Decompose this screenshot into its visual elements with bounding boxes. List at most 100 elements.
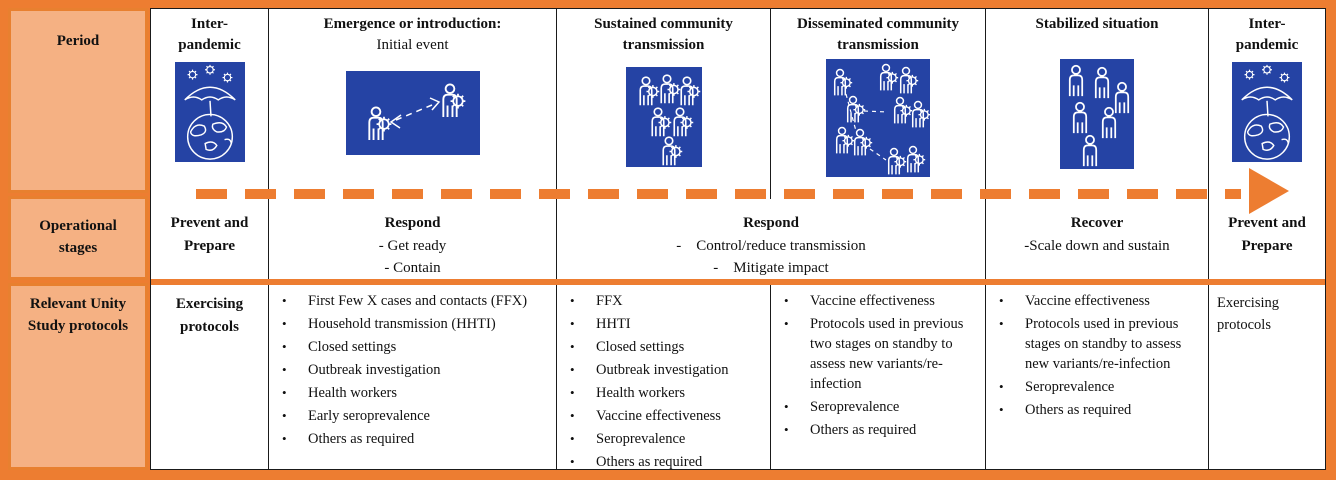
protocol-list: •FFX•HHTI•Closed settings•Outbreak inves… bbox=[557, 285, 770, 469]
header-line: Initial event bbox=[376, 37, 449, 53]
protocols-text: Exercising protocols bbox=[1217, 295, 1280, 333]
stage-title: Recover bbox=[1070, 215, 1124, 231]
timeline-arrowhead-icon bbox=[1249, 168, 1289, 214]
header-line: transmission bbox=[837, 37, 919, 53]
community-cluster-icon bbox=[625, 67, 702, 167]
protocols-cell-interpandemic-end: Exercising protocols bbox=[1209, 285, 1325, 469]
item-text: Others as required bbox=[596, 454, 703, 469]
protocol-list: •Vaccine effectiveness•Protocols used in… bbox=[986, 285, 1208, 420]
stage-line: -Scale down and sustain bbox=[986, 235, 1208, 258]
bullet-marker: • bbox=[570, 385, 575, 400]
stage-line: - Get ready bbox=[269, 235, 556, 258]
row-label-protocols: Relevant Unity Study protocols bbox=[8, 283, 148, 470]
header-line: Inter- bbox=[1248, 16, 1286, 32]
bullet-marker: • bbox=[784, 422, 789, 437]
bullet-marker: • bbox=[570, 316, 575, 331]
stage-cell-respond-early: Respond - Get ready - Contain bbox=[269, 199, 557, 279]
protocol-item: •Closed settings bbox=[570, 337, 766, 357]
row-label-text: Operational stages bbox=[39, 218, 117, 256]
protocol-item: •Closed settings bbox=[282, 337, 552, 357]
bullet-marker: • bbox=[282, 385, 287, 400]
header-line: transmission bbox=[622, 37, 705, 53]
protocol-item: •Protocols used in previous two stages o… bbox=[784, 314, 981, 394]
bullet-marker: • bbox=[999, 379, 1004, 394]
bullet-marker: • bbox=[282, 293, 287, 308]
bullet-marker: • bbox=[784, 399, 789, 414]
item-text: - Control/reduce transmission bbox=[676, 237, 866, 254]
stage-title: Respond bbox=[384, 215, 441, 231]
bullet-marker: • bbox=[999, 402, 1004, 417]
protocols-cell-interpandemic-start: Exercising protocols bbox=[151, 285, 269, 469]
item-text: Household transmission (HHTI) bbox=[308, 316, 496, 332]
protocol-item: • Others as required bbox=[784, 420, 981, 440]
protocol-item: •Outbreak investigation bbox=[282, 360, 552, 380]
period-cell-interpandemic-start: Inter- pandemic bbox=[151, 9, 269, 199]
protocol-item: •Seroprevalence bbox=[999, 377, 1204, 397]
bullet-marker: • bbox=[570, 454, 575, 469]
item-text: Closed settings bbox=[596, 339, 685, 355]
item-text: Outbreak investigation bbox=[308, 362, 441, 378]
header-line: Stabilized situation bbox=[1035, 16, 1159, 32]
row-label-text: Relevant Unity Study protocols bbox=[27, 296, 129, 334]
protocols-cell-sustained: •FFX•HHTI•Closed settings•Outbreak inves… bbox=[557, 285, 771, 469]
person-to-person-transmission-icon bbox=[345, 71, 480, 155]
bullet-marker: • bbox=[282, 431, 287, 446]
header-line: Inter- bbox=[191, 16, 228, 32]
protocol-item: • Vaccine effectiveness bbox=[784, 291, 981, 311]
period-cell-disseminated-transmission: Disseminated community transmission bbox=[771, 9, 986, 199]
population-icon bbox=[1060, 59, 1134, 169]
stage-cell-respond-control: Respond - Control/reduce transmission- M… bbox=[557, 199, 986, 279]
protocol-list: •Vaccine effectiveness•Protocols used in… bbox=[771, 285, 985, 440]
item-text: Seroprevalence bbox=[596, 431, 686, 447]
protocol-item: • HHTI bbox=[570, 314, 766, 334]
stage-line: - Contain bbox=[269, 257, 556, 279]
item-text: Vaccine effectiveness bbox=[810, 293, 935, 309]
item-text: Protocols used in previous stages on sta… bbox=[1025, 316, 1182, 372]
item-text: Outbreak investigation bbox=[596, 362, 729, 378]
stage-title: Prevent and Prepare bbox=[170, 215, 249, 254]
row-label-period: Period bbox=[8, 8, 148, 193]
umbrella-globe-icon bbox=[1232, 62, 1302, 162]
bullet-marker: • bbox=[784, 293, 789, 308]
item-text: Health workers bbox=[596, 385, 685, 401]
period-header: Inter- pandemic bbox=[178, 14, 241, 58]
bullet-marker: • bbox=[282, 316, 287, 331]
bullet-marker: • bbox=[570, 408, 575, 423]
bullet-marker: • bbox=[570, 293, 575, 308]
protocol-item: •First Few X cases and contacts (FFX) bbox=[282, 291, 552, 311]
protocol-item: •Health workers bbox=[282, 383, 552, 403]
stage-cell-recover: Recover -Scale down and sustain bbox=[986, 199, 1209, 279]
bullet-marker: • bbox=[999, 316, 1004, 331]
header-line: pandemic bbox=[178, 37, 241, 53]
protocol-item: •Outbreak investigation bbox=[570, 360, 766, 380]
item-text: Others as required bbox=[308, 431, 415, 447]
period-cell-interpandemic-end: Inter- pandemic bbox=[1209, 9, 1325, 199]
stage-lines: - Get ready - Contain bbox=[269, 235, 556, 280]
protocol-item: • Seroprevalence bbox=[570, 429, 766, 449]
bullet-marker: • bbox=[570, 431, 575, 446]
row-label-operational-stages: Operational stages bbox=[8, 196, 148, 280]
stages-table: Inter- pandemic Emergence or introductio… bbox=[150, 8, 1326, 470]
stage-line: - Mitigate impact bbox=[557, 257, 985, 279]
period-header: Sustained community transmission bbox=[594, 14, 733, 58]
item-text: Protocols used in previous two stages on… bbox=[810, 316, 964, 392]
protocol-item: • Health workers bbox=[570, 383, 766, 403]
item-text: Others as required bbox=[810, 422, 917, 438]
protocols-cell-disseminated: •Vaccine effectiveness•Protocols used in… bbox=[771, 285, 986, 469]
stage-line: - Control/reduce transmission bbox=[557, 235, 985, 258]
timeline-dashed-arrow bbox=[196, 189, 1241, 199]
item-text: HHTI bbox=[596, 316, 631, 332]
item-text: Seroprevalence bbox=[810, 399, 900, 415]
umbrella-globe-icon bbox=[174, 62, 245, 162]
protocols-text: Exercising protocols bbox=[175, 296, 244, 335]
bullet-marker: • bbox=[282, 339, 287, 354]
protocol-item: • Seroprevalence bbox=[784, 397, 981, 417]
protocol-item: •Others as required bbox=[999, 400, 1204, 420]
item-text: Early seroprevalence bbox=[308, 408, 430, 424]
stage-cell-prevent-prepare-start: Prevent and Prepare bbox=[151, 199, 269, 279]
header-line: pandemic bbox=[1235, 37, 1299, 53]
item-text: FFX bbox=[596, 293, 623, 309]
period-header: Stabilized situation bbox=[1036, 14, 1159, 58]
item-text: - Contain bbox=[384, 260, 441, 276]
